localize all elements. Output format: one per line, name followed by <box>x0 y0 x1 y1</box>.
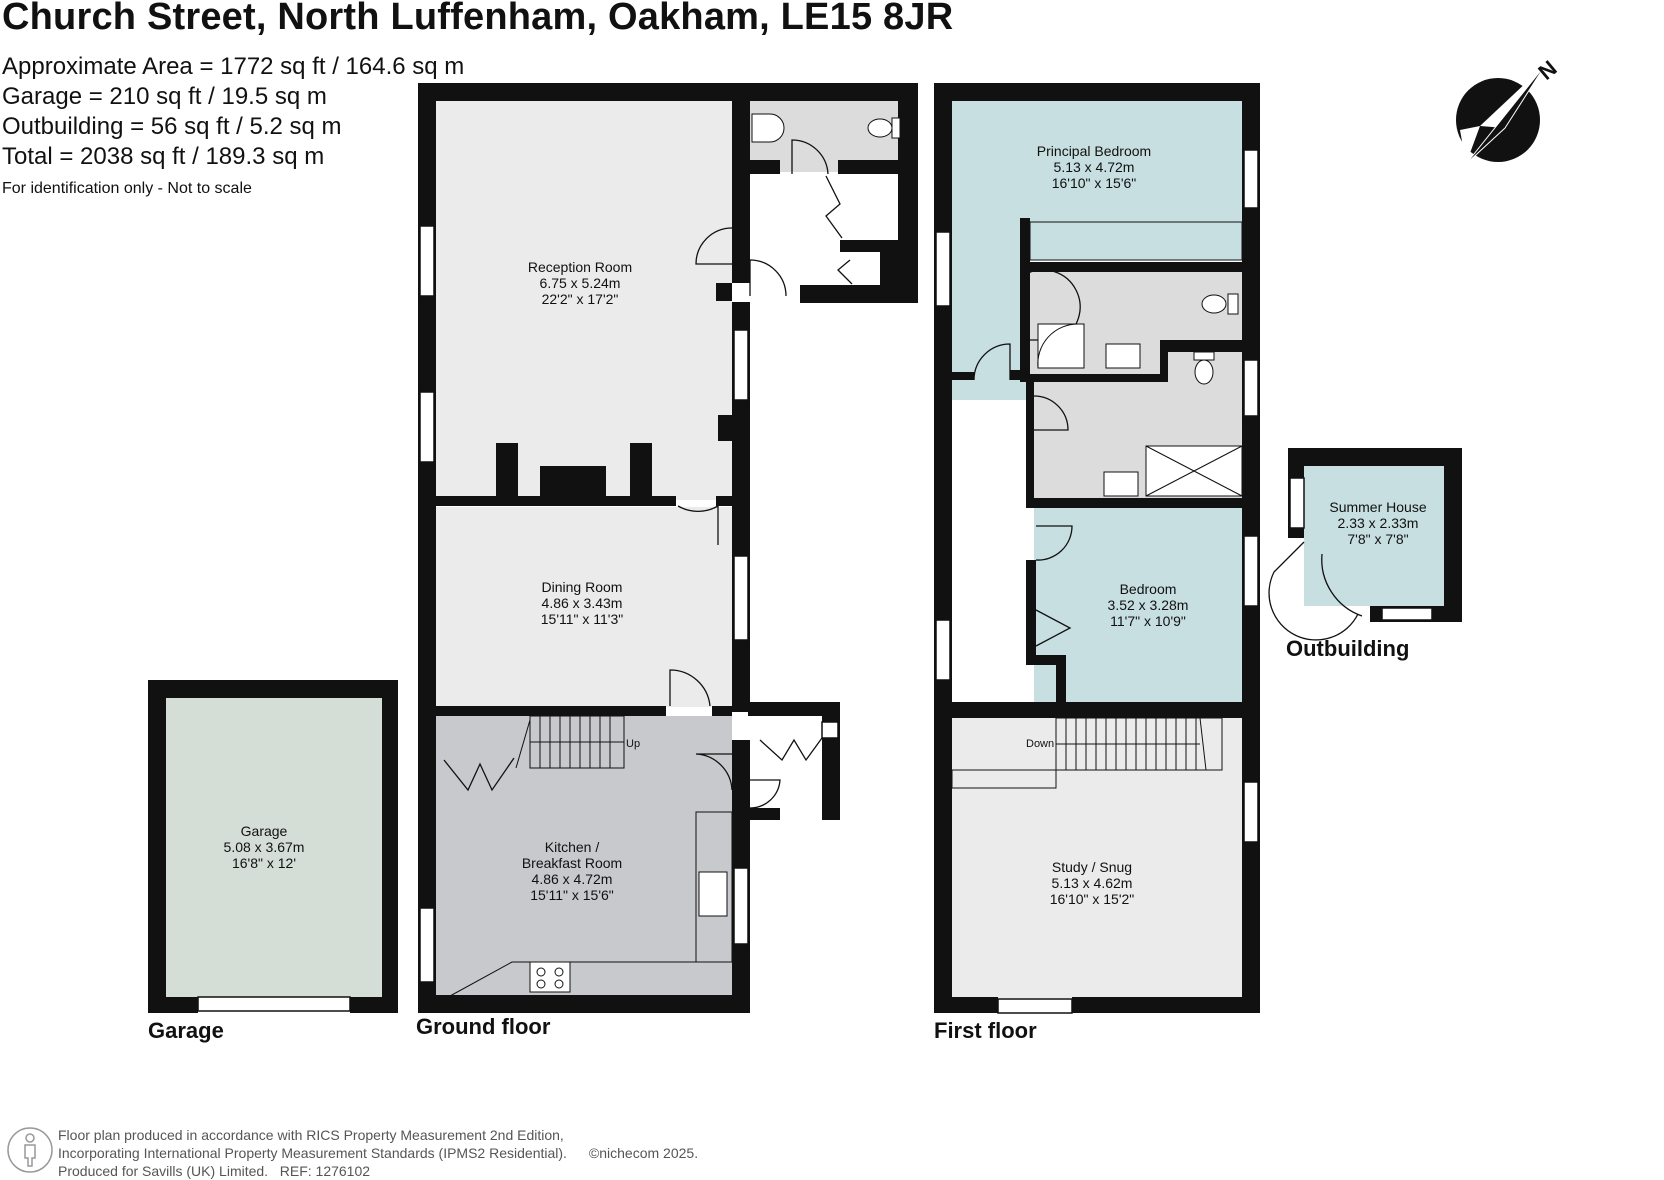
fixtures <box>449 113 1243 997</box>
footer-ref: REF: 1276102 <box>279 1163 371 1179</box>
kitchen-fill <box>436 716 732 996</box>
doors <box>443 139 1363 809</box>
approx-area: Approximate Area = 1772 sq ft / 164.6 sq… <box>2 53 465 80</box>
wardrobe <box>1029 221 1243 261</box>
toilet-cloak <box>867 118 893 138</box>
kitchen-name-2: Breakfast Room <box>522 855 622 871</box>
basin-cloak <box>751 113 785 143</box>
summer-house-imperial: 7'8" x 7'8" <box>1347 531 1408 547</box>
garage-fill <box>166 698 382 998</box>
dining-imperial: 15'11" x 11'3" <box>541 611 624 627</box>
principal-bedroom-name: Principal Bedroom <box>1037 143 1151 159</box>
dining-name: Dining Room <box>542 579 623 595</box>
summer-house-metric: 2.33 x 2.33m <box>1338 515 1419 531</box>
hob <box>529 961 571 993</box>
garage-metric: 5.08 x 3.67m <box>224 839 305 855</box>
dining-fill <box>436 507 732 707</box>
person-icon <box>7 1127 53 1173</box>
kitchen-metric: 4.86 x 4.72m <box>532 871 613 887</box>
study-metric: 5.13 x 4.62m <box>1052 875 1133 891</box>
stairs-ground <box>515 715 625 769</box>
dining-metric: 4.86 x 3.43m <box>542 595 623 611</box>
north-label: N <box>1533 55 1561 84</box>
room-labels: Reception Room 6.75 x 5.24m 22'2" x 17'2… <box>224 143 1427 907</box>
area-summary: Approximate Area = 1772 sq ft / 164.6 sq… <box>2 52 464 172</box>
garage-area: Garage = 210 sq ft / 19.5 sq m <box>2 83 327 110</box>
ground-floor-label: Ground floor <box>416 1014 551 1039</box>
reception-imperial: 22'2" x 17'2" <box>542 291 619 307</box>
outbuilding-area: Outbuilding = 56 sq ft / 5.2 sq m <box>2 113 342 140</box>
bedroom-imperial: 11'7" x 10'9" <box>1110 613 1186 629</box>
windows <box>197 149 1433 1014</box>
room-fills <box>166 100 1444 998</box>
brand-credit: ©nichecom 2025. <box>588 1145 699 1161</box>
garage-name: Garage <box>241 823 288 839</box>
study-imperial: 16'10" x 15'2" <box>1050 891 1135 907</box>
section-labels: Garage Ground floor First floor Outbuild… <box>148 636 1409 1043</box>
stairs-up-label: Up <box>626 738 640 750</box>
basin-bathroom <box>1103 471 1139 497</box>
stairs-down-label: Down <box>1026 738 1054 750</box>
identification-note: For identification only - Not to scale <box>2 180 252 197</box>
study-name: Study / Snug <box>1052 859 1132 875</box>
kitchen-imperial: 15'11" x 15'6" <box>530 887 614 903</box>
garage-imperial: 16'8" x 12' <box>232 855 296 871</box>
sink <box>698 871 728 917</box>
principal-bedroom-imperial: 16'10" x 15'6" <box>1052 175 1137 191</box>
bedroom-metric: 3.52 x 3.28m <box>1108 597 1189 613</box>
page-title: Church Street, North Luffenham, Oakham, … <box>2 0 954 38</box>
summer-house-name: Summer House <box>1329 499 1426 515</box>
garage-section-label: Garage <box>148 1018 224 1043</box>
kitchen-name-1: Kitchen / <box>545 839 600 855</box>
landing-fill <box>952 718 1062 788</box>
summer-house-fill <box>1304 466 1444 606</box>
basin-ensuite <box>1105 343 1141 369</box>
footer-line-1: Floor plan produced in accordance with R… <box>58 1127 564 1143</box>
toilet-bathroom <box>1194 359 1214 385</box>
principal-bedroom-metric: 5.13 x 4.72m <box>1054 159 1135 175</box>
footer-line-2: Incorporating International Property Mea… <box>58 1145 567 1161</box>
total-area: Total = 2038 sq ft / 189.3 sq m <box>2 143 325 170</box>
outbuilding-label: Outbuilding <box>1286 636 1409 661</box>
footer: Floor plan produced in accordance with R… <box>58 1126 698 1180</box>
stairs-first <box>951 717 1223 789</box>
first-floor-label: First floor <box>934 1018 1037 1043</box>
toilet-ensuite <box>1201 294 1227 314</box>
corner-shower <box>1037 323 1085 369</box>
reception-fill <box>436 100 732 500</box>
compass-icon: N <box>1456 55 1562 165</box>
bedroom-name: Bedroom <box>1120 581 1177 597</box>
reception-metric: 6.75 x 5.24m <box>540 275 621 291</box>
footer-line-3: Produced for Savills (UK) Limited. <box>58 1163 269 1179</box>
reception-name: Reception Room <box>528 259 632 275</box>
